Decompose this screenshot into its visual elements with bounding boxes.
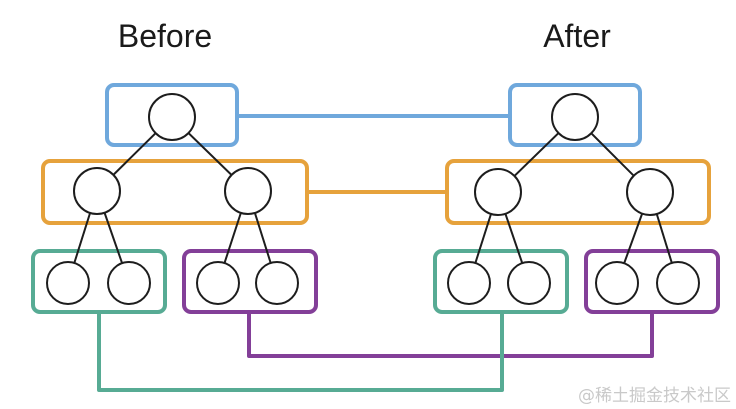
tree-node-root bbox=[551, 93, 599, 141]
after-tree-nodes bbox=[447, 93, 700, 305]
tree-before: Before bbox=[31, 18, 318, 314]
tree-node bbox=[224, 167, 272, 215]
left-leaf-link-line bbox=[97, 311, 504, 392]
tree-node-root bbox=[148, 93, 196, 141]
before-internal-box bbox=[41, 159, 309, 225]
tree-node bbox=[447, 261, 491, 305]
after-right-leaf-box bbox=[584, 249, 720, 314]
watermark: @稀土掘金技术社区 bbox=[578, 386, 731, 406]
before-right-leaf-box bbox=[182, 249, 318, 314]
after-internal-box bbox=[445, 159, 711, 225]
tree-node bbox=[196, 261, 240, 305]
before-tree-nodes bbox=[46, 93, 299, 305]
group-connectors bbox=[97, 114, 654, 392]
tree-node bbox=[656, 261, 700, 305]
tree-after: After bbox=[433, 18, 720, 314]
tree-node bbox=[107, 261, 151, 305]
tree-node bbox=[507, 261, 551, 305]
after-left-leaf-box bbox=[433, 249, 569, 314]
tree-node bbox=[595, 261, 639, 305]
before-left-leaf-box bbox=[31, 249, 167, 314]
after-root-box bbox=[508, 83, 642, 147]
after-label: After bbox=[543, 18, 611, 54]
before-root-box bbox=[105, 83, 239, 147]
tree-node bbox=[46, 261, 90, 305]
tree-node bbox=[474, 168, 522, 216]
tree-node bbox=[73, 167, 121, 215]
right-leaf-link-line bbox=[247, 311, 654, 358]
tree-node bbox=[255, 261, 299, 305]
tree-node bbox=[626, 168, 674, 216]
before-label: Before bbox=[118, 18, 212, 54]
